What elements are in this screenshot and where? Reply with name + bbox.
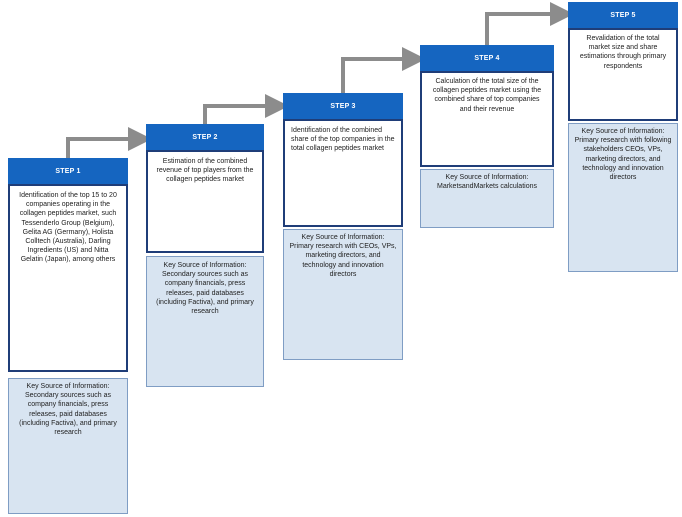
step-1-source: Key Source of Information: Secondary sou… [8,378,128,514]
step-3-source-text: Primary research with CEOs, VPs, marketi… [289,243,397,278]
step-5-header: STEP 5 [568,2,678,28]
step-5-source: Key Source of Information: Primary resea… [568,123,678,272]
step-3-source: Key Source of Information: Primary resea… [283,229,403,360]
arrow-step2-to-step3 [203,94,289,124]
step-1-description: Identification of the top 15 to 20 compa… [8,184,128,372]
step-4-source-text: MarketsandMarkets calculations [437,183,537,191]
step-2-source: Key Source of Information: Secondary sou… [146,256,264,387]
step-4-source-label: Key Source of Information: [445,174,529,181]
step-3-header: STEP 3 [283,93,403,119]
step-2-header: STEP 2 [146,124,264,150]
step-4-description: Calculation of the total size of the col… [420,71,554,167]
arrow-step4-to-step5 [485,2,574,45]
step-3-source-label: Key Source of Information: [301,234,385,241]
step-2-source-text: Secondary sources such as company financ… [156,271,254,316]
step-4-source: Key Source of Information: MarketsandMar… [420,169,554,228]
step-5-description: Revalidation of the total market size an… [568,28,678,121]
step-5-source-text: Primary research with following stakehol… [574,137,672,182]
arrow-step1-to-step2 [66,127,152,158]
step-1-header: STEP 1 [8,158,128,184]
step-2-source-label: Key Source of Information: [163,262,247,269]
step-3-description: Identification of the combined share of … [283,119,403,227]
arrow-step3-to-step4 [341,47,426,93]
step-5-source-label: Key Source of Information: [581,128,665,135]
step-2-description: Estimation of the combined revenue of to… [146,150,264,253]
step-4-header: STEP 4 [420,45,554,71]
step-1-source-label: Key Source of Information: [26,383,110,390]
step-1-source-text: Secondary sources such as company financ… [19,392,117,437]
